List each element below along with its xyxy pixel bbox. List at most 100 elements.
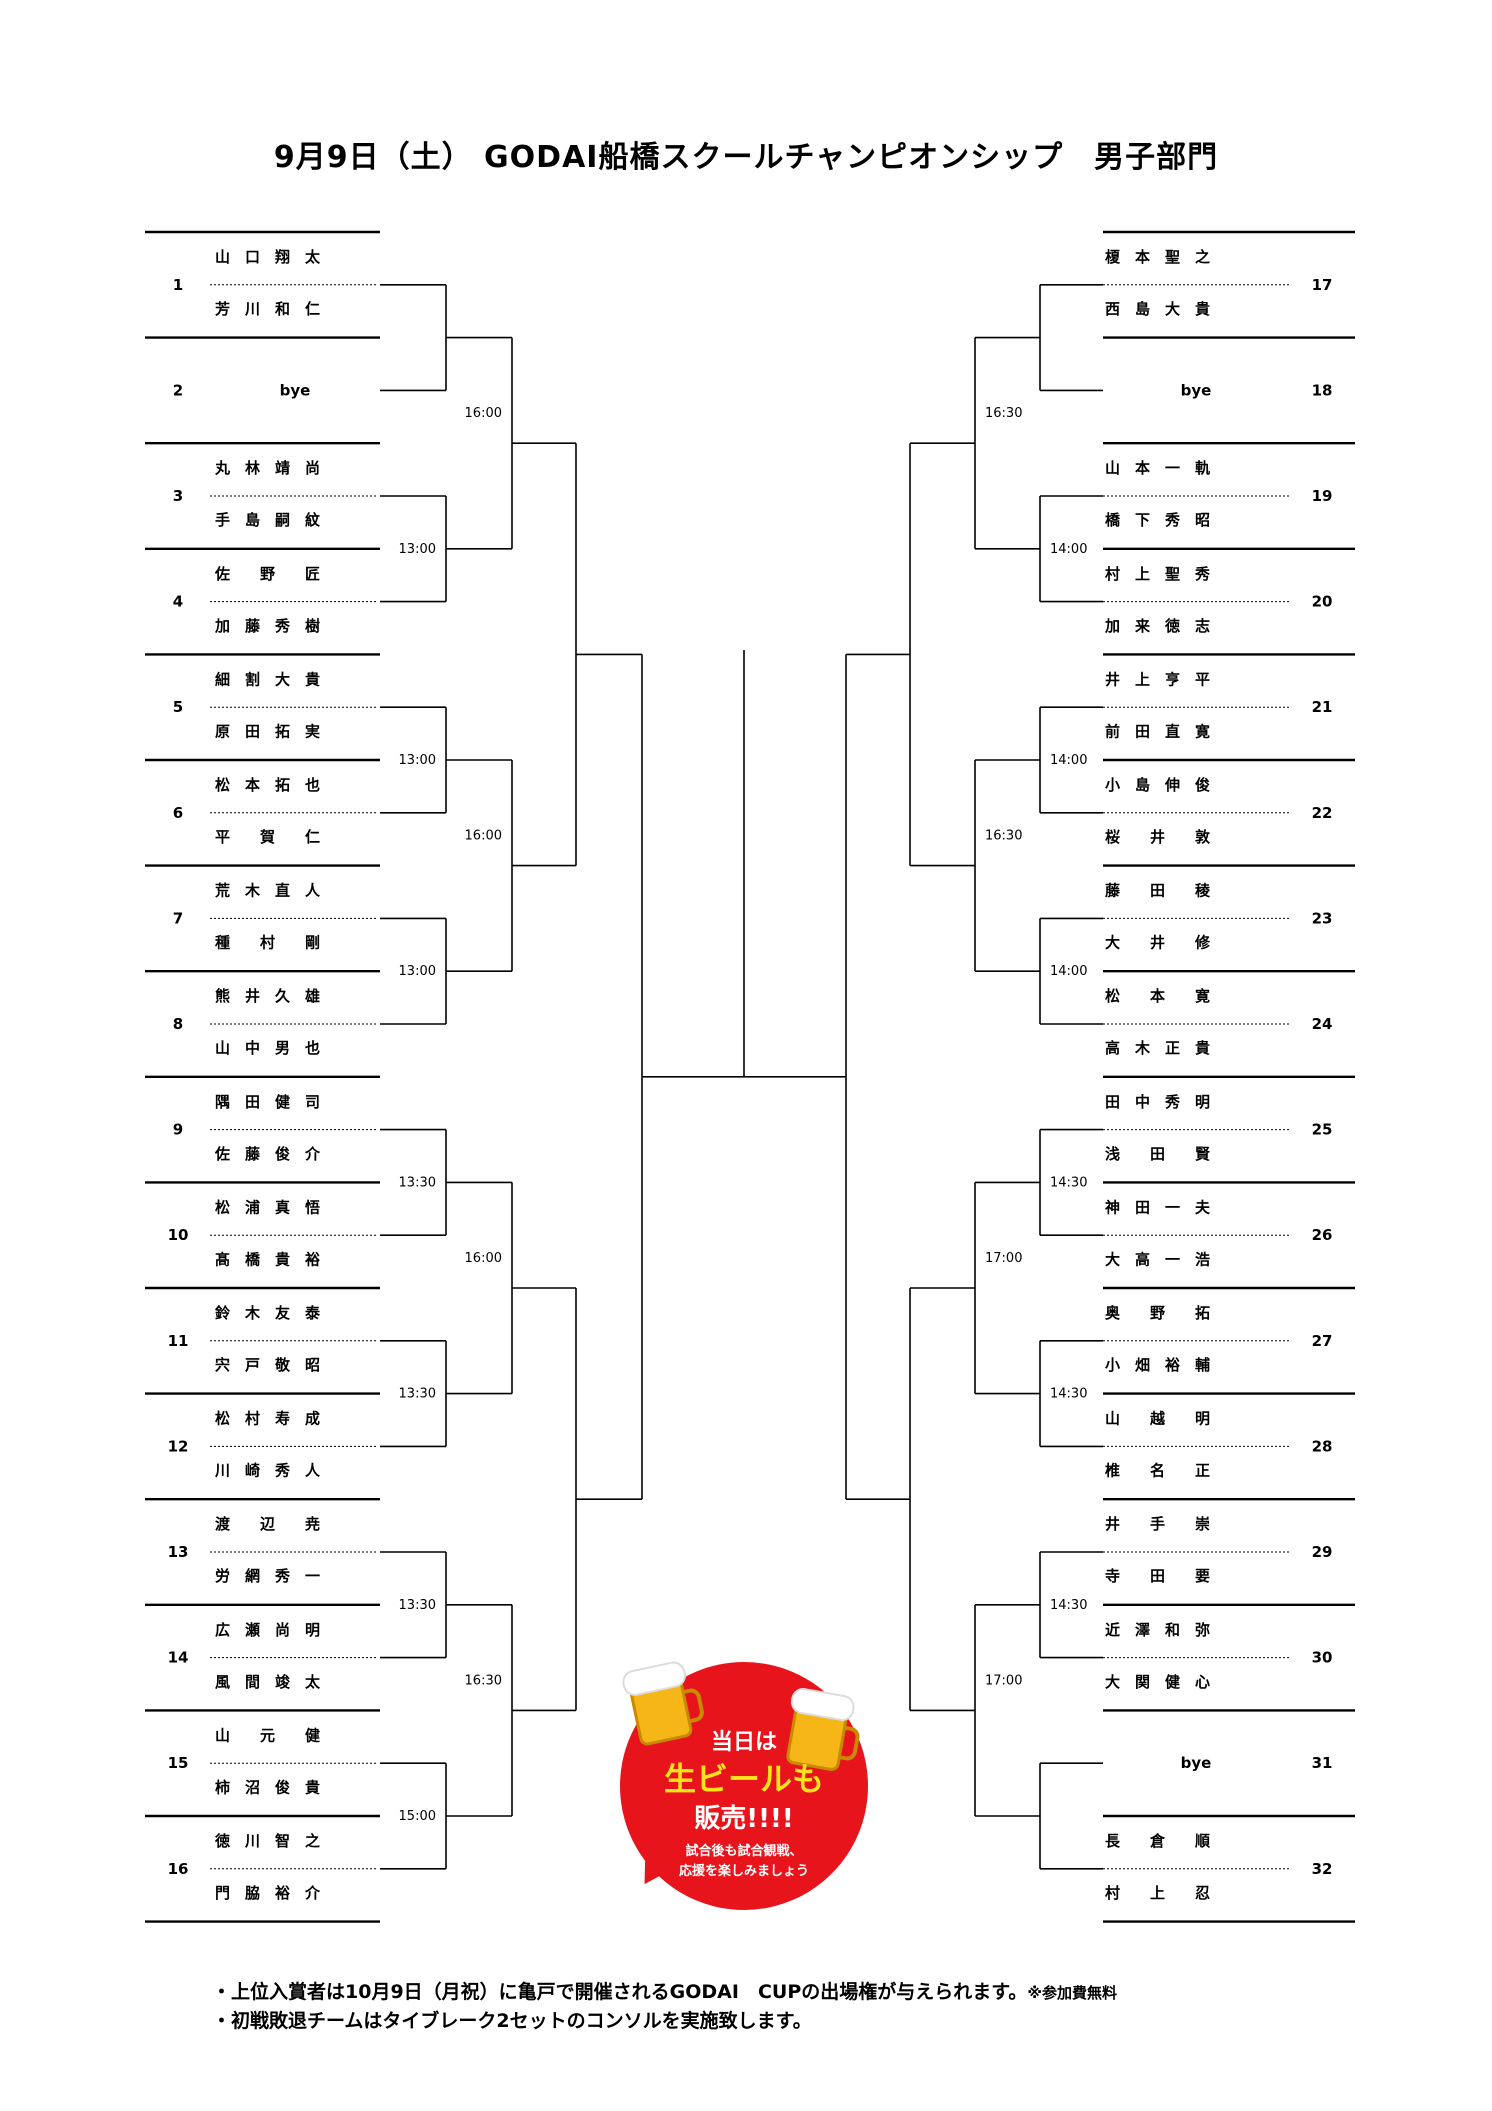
player-name: 平 賀 仁 — [215, 828, 320, 846]
slot-number: 12 — [168, 1437, 189, 1455]
player-name: 加 来 徳 志 — [1104, 617, 1210, 635]
player-name: 井 手 崇 — [1105, 1515, 1210, 1533]
match-time: 16:30 — [985, 829, 1022, 844]
match-time: 16:30 — [985, 406, 1022, 421]
player-name: 原 田 拓 実 — [215, 722, 320, 740]
player-name: 奥 野 拓 — [1105, 1304, 1210, 1322]
match-time: 13:30 — [399, 1175, 436, 1190]
player-name: 松 本 寛 — [1105, 987, 1210, 1005]
match-time: 17:00 — [985, 1251, 1022, 1266]
player-name: 山 越 明 — [1105, 1410, 1210, 1428]
player-name: 荒 木 直 人 — [215, 882, 321, 900]
player-name: 宍 戸 敬 昭 — [215, 1356, 320, 1374]
player-name: 渡 辺 尭 — [215, 1515, 320, 1533]
player-name: 松 村 寿 成 — [215, 1410, 320, 1428]
player-name: 鈴 木 友 泰 — [215, 1304, 321, 1322]
promo-line-3: 販売!!!! — [694, 1804, 794, 1834]
slot-number: 2 — [173, 381, 183, 399]
slot-number: 22 — [1312, 804, 1333, 822]
player-name: 井 上 亨 平 — [1105, 670, 1210, 688]
right-bye-label: bye — [1181, 1754, 1212, 1772]
match-time: 16:00 — [465, 406, 502, 421]
player-name: 川 崎 秀 人 — [214, 1462, 321, 1480]
note-line-1: ・上位入賞者は10月9日（月祝）に亀戸で開催されるGODAI CUPの出場権が与… — [212, 1978, 1117, 2007]
promo-line-4: 試合後も試合観戦、 — [685, 1844, 803, 1859]
slot-number: 15 — [168, 1754, 189, 1772]
player-name: 小 畑 裕 輔 — [1105, 1356, 1210, 1374]
slot-number: 25 — [1312, 1121, 1333, 1139]
player-name: 徳 川 智 之 — [214, 1832, 320, 1850]
player-name: 山 元 健 — [215, 1726, 320, 1744]
player-name: 村 上 聖 秀 — [1105, 565, 1211, 583]
match-time: 14:30 — [1050, 1175, 1087, 1190]
promo-line-2: 生ビールも — [663, 1760, 824, 1798]
player-name: 桜 井 敦 — [1105, 828, 1211, 846]
match-time: 16:30 — [465, 1673, 502, 1688]
slot-number: 13 — [168, 1543, 189, 1561]
slot-number: 20 — [1312, 593, 1333, 611]
player-name: 柿 沼 俊 貴 — [215, 1778, 320, 1796]
player-name: 種 村 剛 — [215, 934, 320, 952]
match-time: 13:30 — [399, 1598, 436, 1613]
slot-number: 21 — [1312, 698, 1333, 716]
player-name: 広 瀬 尚 明 — [215, 1621, 320, 1639]
slot-number: 3 — [173, 487, 183, 505]
match-time: 17:00 — [985, 1673, 1022, 1688]
slot-number: 5 — [173, 698, 183, 716]
player-name: 佐 野 匠 — [214, 565, 320, 583]
player-name: 労 網 秀 一 — [215, 1567, 320, 1585]
slot-number: 11 — [168, 1332, 189, 1350]
match-time: 16:00 — [465, 829, 502, 844]
slot-number: 28 — [1312, 1437, 1333, 1455]
player-name: 寺 田 要 — [1105, 1567, 1210, 1585]
slot-number: 17 — [1312, 276, 1333, 294]
player-name: 加 藤 秀 樹 — [214, 617, 320, 635]
player-name: 門 脇 裕 介 — [215, 1884, 321, 1902]
slot-number: 24 — [1312, 1015, 1333, 1033]
player-name: 隅 田 健 司 — [215, 1093, 320, 1111]
slot-number: 19 — [1312, 487, 1333, 505]
player-name: 橋 下 秀 昭 — [1105, 511, 1210, 529]
player-name: 山 口 翔 太 — [215, 248, 321, 266]
slot-number: 31 — [1312, 1754, 1333, 1772]
player-name: 小 島 伸 俊 — [1105, 776, 1210, 794]
player-name: 高 木 正 貴 — [1105, 1039, 1210, 1057]
match-time: 15:00 — [399, 1809, 436, 1824]
player-name: 松 本 拓 也 — [215, 776, 320, 794]
slot-number: 6 — [173, 804, 183, 822]
page-title: 9月9日（土） GODAI船橋スクールチャンピオンシップ 男子部門 — [273, 140, 1219, 175]
player-name: 榎 本 聖 之 — [1105, 248, 1210, 266]
right-bye-label: bye — [1181, 381, 1212, 399]
match-time: 14:00 — [1050, 542, 1087, 557]
slot-number: 29 — [1312, 1543, 1333, 1561]
player-name: 松 浦 真 悟 — [215, 1198, 320, 1216]
left-bye-label: bye — [280, 381, 311, 399]
slot-number: 1 — [173, 276, 183, 294]
player-name: 藤 田 稜 — [1105, 882, 1211, 900]
slot-number: 14 — [168, 1649, 189, 1667]
slot-number: 10 — [168, 1226, 189, 1244]
slot-number: 4 — [173, 593, 183, 611]
slot-number: 32 — [1312, 1860, 1333, 1878]
match-time: 14:00 — [1050, 753, 1087, 768]
player-name: 大 井 修 — [1105, 934, 1211, 952]
player-name: 浅 田 賢 — [1105, 1145, 1211, 1163]
player-name: 髙 橋 貴 裕 — [215, 1250, 320, 1268]
player-name: 前 田 直 寛 — [1105, 722, 1210, 740]
slot-number: 26 — [1312, 1226, 1333, 1244]
match-time: 13:00 — [399, 542, 436, 557]
match-time: 14:30 — [1050, 1387, 1087, 1402]
slot-number: 18 — [1312, 381, 1333, 399]
match-time: 13:30 — [399, 1387, 436, 1402]
player-name: 神 田 一 夫 — [1105, 1198, 1211, 1216]
player-name: 田 中 秀 明 — [1105, 1093, 1210, 1111]
player-name: 熊 井 久 雄 — [215, 987, 320, 1005]
note-line-2: ・初戦敗退チームはタイブレーク2セットのコンソルを実施致します。 — [212, 2010, 812, 2032]
slot-number: 16 — [168, 1860, 189, 1878]
promo-line-5: 応援を楽しみましょう — [678, 1864, 809, 1879]
match-time: 16:00 — [465, 1251, 502, 1266]
player-name: 長 倉 順 — [1105, 1832, 1211, 1850]
notes: ・上位入賞者は10月9日（月祝）に亀戸で開催されるGODAI CUPの出場権が与… — [212, 1978, 1117, 2035]
note-text: ・上位入賞者は10月9日（月祝）に亀戸で開催されるGODAI CUPの出場権が与… — [212, 1981, 1028, 2003]
